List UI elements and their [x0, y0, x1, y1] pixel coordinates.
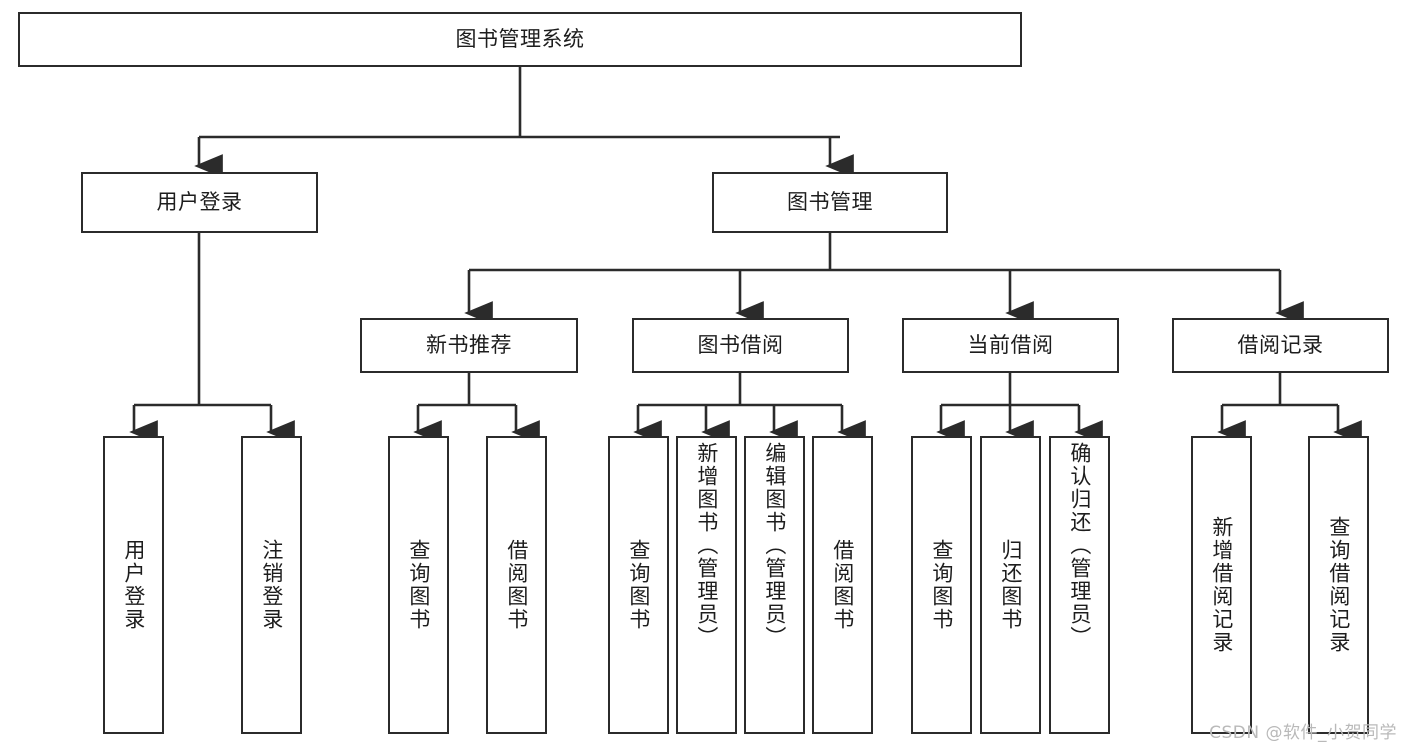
node-leaf-return-book[interactable]: 归还图书 — [980, 436, 1041, 734]
node-leaf-edit-book-label: 编辑图书（管理员） — [762, 442, 787, 649]
node-book-manage[interactable]: 图书管理 — [712, 172, 948, 233]
node-leaf-confirm-return-label: 确认归还（管理员） — [1067, 442, 1092, 649]
node-leaf-user-login[interactable]: 用户登录 — [103, 436, 164, 734]
node-leaf-query-book-3[interactable]: 查询图书 — [911, 436, 972, 734]
node-leaf-add-record[interactable]: 新增借阅记录 — [1191, 436, 1252, 734]
csdn-watermark: CSDN @软件_小贺同学 — [1209, 723, 1397, 743]
node-leaf-user-logout-label: 注销登录 — [259, 539, 284, 631]
node-leaf-return-book-label: 归还图书 — [998, 539, 1023, 631]
node-borrow-record[interactable]: 借阅记录 — [1172, 318, 1389, 373]
node-current-borrow-label: 当前借阅 — [967, 333, 1054, 358]
node-leaf-add-book-label: 新增图书（管理员） — [694, 442, 719, 649]
node-leaf-borrow-book-1[interactable]: 借阅图书 — [486, 436, 547, 734]
node-leaf-add-record-label: 新增借阅记录 — [1209, 516, 1234, 654]
node-root-label: 图书管理系统 — [455, 27, 585, 52]
node-leaf-query-book-1-label: 查询图书 — [406, 539, 431, 631]
node-leaf-query-book-2[interactable]: 查询图书 — [608, 436, 669, 734]
node-leaf-query-book-1[interactable]: 查询图书 — [388, 436, 449, 734]
node-leaf-user-login-label: 用户登录 — [121, 539, 146, 631]
node-leaf-borrow-book-2[interactable]: 借阅图书 — [812, 436, 873, 734]
node-book-borrow-label: 图书借阅 — [697, 333, 784, 358]
node-leaf-query-record-label: 查询借阅记录 — [1326, 516, 1351, 654]
node-book-borrow[interactable]: 图书借阅 — [632, 318, 849, 373]
node-user-login-label: 用户登录 — [156, 190, 243, 215]
node-leaf-confirm-return[interactable]: 确认归还（管理员） — [1049, 436, 1110, 734]
node-book-manage-label: 图书管理 — [787, 190, 873, 215]
node-new-book-recommend-label: 新书推荐 — [426, 333, 512, 358]
node-leaf-add-book[interactable]: 新增图书（管理员） — [676, 436, 737, 734]
node-new-book-recommend[interactable]: 新书推荐 — [360, 318, 578, 373]
node-borrow-record-label: 借阅记录 — [1237, 333, 1324, 358]
node-leaf-edit-book[interactable]: 编辑图书（管理员） — [744, 436, 805, 734]
node-root[interactable]: 图书管理系统 — [18, 12, 1022, 67]
node-leaf-borrow-book-1-label: 借阅图书 — [504, 539, 529, 631]
node-leaf-query-book-2-label: 查询图书 — [626, 539, 651, 631]
node-leaf-borrow-book-2-label: 借阅图书 — [830, 539, 855, 631]
node-leaf-query-book-3-label: 查询图书 — [929, 539, 954, 631]
node-current-borrow[interactable]: 当前借阅 — [902, 318, 1119, 373]
node-leaf-user-logout[interactable]: 注销登录 — [241, 436, 302, 734]
node-leaf-query-record[interactable]: 查询借阅记录 — [1308, 436, 1369, 734]
node-user-login[interactable]: 用户登录 — [81, 172, 318, 233]
